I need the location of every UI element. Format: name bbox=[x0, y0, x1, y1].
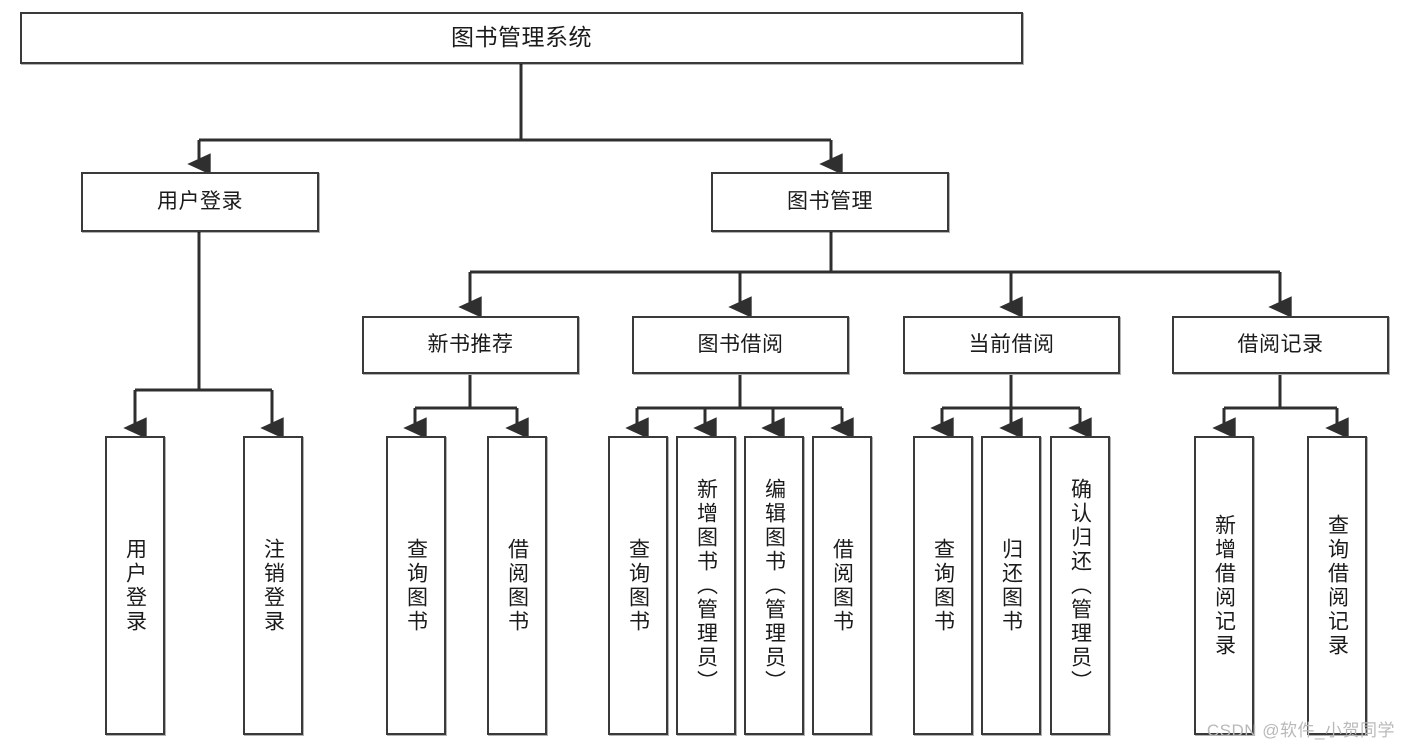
node-book-borrow-label: 图书借阅 bbox=[697, 333, 784, 357]
node-leaf-user-login-label: 用户登录 bbox=[123, 537, 147, 634]
node-leaf-borrow-book-2[interactable]: 借阅图书 bbox=[812, 436, 872, 735]
node-leaf-add-book[interactable]: 新增图书（管理员） bbox=[676, 436, 736, 735]
node-leaf-query-book-2[interactable]: 查询图书 bbox=[608, 436, 668, 735]
node-leaf-add-record[interactable]: 新增借阅记录 bbox=[1194, 436, 1254, 735]
node-leaf-query-record-label: 查询借阅记录 bbox=[1325, 513, 1349, 658]
node-leaf-add-book-label: 新增图书（管理员） bbox=[694, 477, 718, 694]
node-root[interactable]: 图书管理系统 bbox=[20, 12, 1023, 64]
node-leaf-edit-book-label: 编辑图书（管理员） bbox=[762, 477, 786, 694]
node-borrow-record-label: 借阅记录 bbox=[1237, 333, 1324, 357]
node-leaf-query-book-1[interactable]: 查询图书 bbox=[386, 436, 446, 735]
node-user-login[interactable]: 用户登录 bbox=[81, 172, 319, 232]
node-leaf-borrow-book-1[interactable]: 借阅图书 bbox=[487, 436, 547, 735]
node-current-borrow-label: 当前借阅 bbox=[968, 333, 1055, 357]
node-leaf-edit-book[interactable]: 编辑图书（管理员） bbox=[744, 436, 804, 735]
node-leaf-query-book-3[interactable]: 查询图书 bbox=[913, 436, 973, 735]
node-borrow-record[interactable]: 借阅记录 bbox=[1172, 316, 1389, 374]
node-leaf-user-logout[interactable]: 注销登录 bbox=[243, 436, 303, 735]
node-new-book-recommend-label: 新书推荐 bbox=[427, 333, 514, 357]
node-leaf-return-book[interactable]: 归还图书 bbox=[981, 436, 1041, 735]
node-leaf-return-book-label: 归还图书 bbox=[999, 537, 1023, 634]
node-book-manage[interactable]: 图书管理 bbox=[711, 172, 949, 232]
node-leaf-add-record-label: 新增借阅记录 bbox=[1212, 513, 1236, 658]
node-new-book-recommend[interactable]: 新书推荐 bbox=[362, 316, 579, 374]
node-leaf-query-record[interactable]: 查询借阅记录 bbox=[1307, 436, 1367, 735]
node-book-borrow[interactable]: 图书借阅 bbox=[632, 316, 849, 374]
node-book-manage-label: 图书管理 bbox=[787, 190, 873, 214]
node-user-login-label: 用户登录 bbox=[157, 190, 243, 214]
node-leaf-borrow-book-2-label: 借阅图书 bbox=[830, 537, 854, 634]
node-leaf-query-book-1-label: 查询图书 bbox=[404, 537, 428, 634]
node-current-borrow[interactable]: 当前借阅 bbox=[903, 316, 1120, 374]
node-leaf-confirm-return-label: 确认归还（管理员） bbox=[1068, 477, 1092, 694]
node-leaf-confirm-return[interactable]: 确认归还（管理员） bbox=[1050, 436, 1110, 735]
node-leaf-query-book-3-label: 查询图书 bbox=[931, 537, 955, 634]
node-leaf-borrow-book-1-label: 借阅图书 bbox=[505, 537, 529, 634]
node-leaf-query-book-2-label: 查询图书 bbox=[626, 537, 650, 634]
node-root-label: 图书管理系统 bbox=[451, 24, 592, 51]
node-leaf-user-login[interactable]: 用户登录 bbox=[105, 436, 165, 735]
node-leaf-user-logout-label: 注销登录 bbox=[261, 537, 285, 634]
